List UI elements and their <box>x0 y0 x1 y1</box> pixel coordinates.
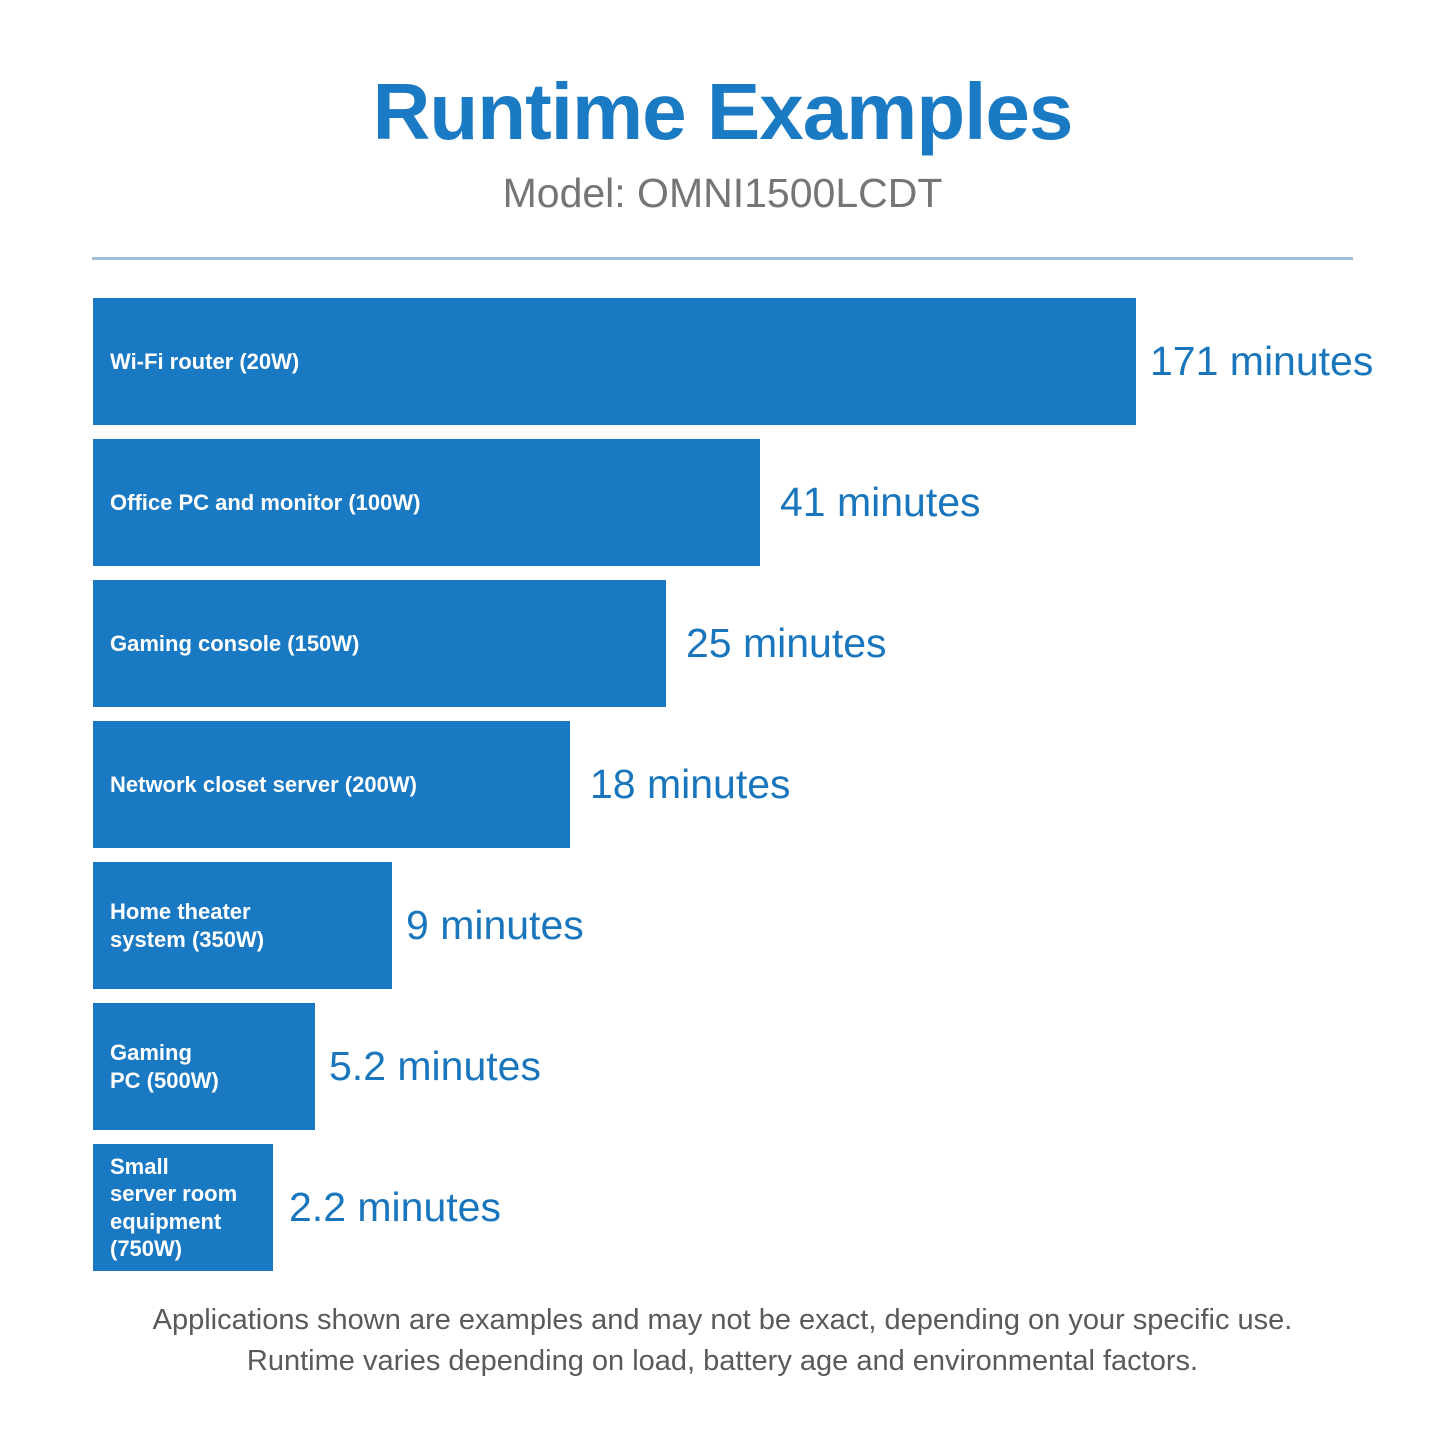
header-divider <box>92 257 1353 260</box>
model-subtitle: Model: OMNI1500LCDT <box>502 170 943 216</box>
footnote-line-2: Runtime varies depending on load, batter… <box>246 1345 1199 1378</box>
bar-value-label: 5.2 minutes <box>329 1043 541 1089</box>
bar-rect: Home theater system (350W) <box>93 862 392 989</box>
bar-row: Wi-Fi router (20W) 171 minutes <box>93 298 1393 425</box>
bar-value-label: 18 minutes <box>590 761 791 807</box>
bar-rect: Gaming console (150W) <box>93 580 666 707</box>
bar-row: Gaming PC (500W) 5.2 minutes <box>93 1003 1393 1130</box>
chart-header: Runtime Examples Model: OMNI1500LCDT <box>0 0 1445 214</box>
bar-label: Office PC and monitor (100W) <box>110 489 421 515</box>
footnote-line-1: Applications shown are examples and may … <box>152 1304 1293 1336</box>
bar-label: Wi-Fi router (20W) <box>110 348 300 374</box>
bar-value-label: 25 minutes <box>686 620 887 666</box>
bar-rect: Small server room equipment (750W) <box>93 1144 273 1271</box>
bar-value-label: 2.2 minutes <box>289 1184 501 1230</box>
bar-row: Office PC and monitor (100W) 41 minutes <box>93 439 1393 566</box>
bar-label: Gaming console (150W) <box>110 630 360 656</box>
bar-row: Gaming console (150W) 25 minutes <box>93 580 1393 707</box>
bar-row: Small server room equipment (750W) 2.2 mi… <box>93 1144 1393 1271</box>
bar-row: Home theater system (350W) 9 minutes <box>93 862 1393 989</box>
bar-row: Network closet server (200W) 18 minutes <box>93 721 1393 848</box>
bar-rect: Network closet server (200W) <box>93 721 570 848</box>
bar-label: Network closet server (200W) <box>110 771 417 797</box>
bar-value-label: 41 minutes <box>780 479 981 525</box>
bar-label: Home theater system (350W) <box>110 899 265 952</box>
bar-label: Small server room equipment (750W) <box>110 1153 238 1262</box>
chart-footnote: Applications shown are examples and may … <box>0 1300 1445 1382</box>
bar-value-label: 9 minutes <box>406 902 584 948</box>
bar-label: Gaming PC (500W) <box>110 1040 219 1093</box>
bar-rect: Gaming PC (500W) <box>93 1003 315 1130</box>
bar-rect: Wi-Fi router (20W) <box>93 298 1136 425</box>
page-title: Runtime Examples <box>372 67 1074 156</box>
bar-rect: Office PC and monitor (100W) <box>93 439 760 566</box>
bar-value-label: 171 minutes <box>1150 338 1374 384</box>
